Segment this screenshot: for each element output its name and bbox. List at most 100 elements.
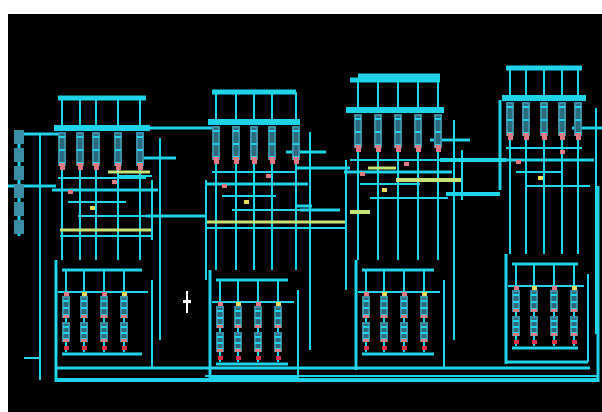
lower-bus bbox=[216, 278, 288, 282]
device-contact bbox=[63, 339, 69, 342]
metal-trace bbox=[212, 301, 294, 303]
via-contact bbox=[270, 160, 275, 164]
device-contact bbox=[575, 133, 581, 136]
via-contact bbox=[94, 166, 99, 170]
device-finger bbox=[255, 310, 261, 312]
via-contact bbox=[68, 190, 73, 194]
device-finger bbox=[531, 320, 537, 322]
via-contact bbox=[236, 356, 241, 360]
lower-bus bbox=[62, 268, 142, 272]
device-finger bbox=[275, 317, 281, 319]
metal-trace bbox=[500, 158, 594, 162]
device-finger bbox=[395, 131, 401, 133]
transistor-device bbox=[76, 132, 84, 166]
metal-trace bbox=[300, 208, 340, 212]
device-contact bbox=[363, 339, 369, 342]
metal-trace bbox=[512, 346, 578, 350]
via-contact bbox=[82, 346, 87, 350]
metal-trace bbox=[506, 147, 582, 149]
device-finger bbox=[255, 342, 261, 344]
metal-trace bbox=[206, 182, 308, 186]
via-contact bbox=[364, 346, 369, 350]
device-finger bbox=[421, 300, 427, 302]
transistor-device bbox=[254, 332, 262, 352]
device-contact bbox=[217, 325, 223, 328]
transistor-device bbox=[530, 316, 538, 336]
transistor-device bbox=[120, 322, 128, 342]
transistor-device bbox=[62, 322, 70, 342]
metal-trace bbox=[309, 132, 311, 350]
input-column bbox=[17, 130, 21, 236]
metal-trace bbox=[295, 162, 297, 270]
device-finger bbox=[571, 294, 577, 296]
via-contact bbox=[404, 162, 409, 166]
device-finger bbox=[59, 149, 65, 151]
metal-trace bbox=[271, 92, 273, 122]
device-contact bbox=[137, 163, 143, 166]
metal-trace bbox=[587, 274, 589, 362]
transistor-device bbox=[354, 114, 362, 148]
transistor-device bbox=[434, 114, 442, 148]
metal-trace bbox=[377, 150, 379, 260]
metal-trace bbox=[295, 92, 297, 122]
metal-trace bbox=[577, 138, 579, 254]
device-finger bbox=[421, 332, 427, 334]
device-finger bbox=[115, 149, 121, 151]
device-contact bbox=[381, 339, 387, 342]
device-finger bbox=[559, 106, 565, 108]
via-contact bbox=[560, 136, 565, 140]
metal-trace bbox=[397, 80, 399, 110]
metal-trace bbox=[232, 209, 304, 211]
input-drop bbox=[39, 134, 41, 380]
metal-trace bbox=[498, 100, 502, 190]
device-contact bbox=[507, 133, 513, 136]
canvas-background bbox=[8, 14, 602, 412]
via-contact bbox=[356, 148, 361, 152]
device-finger bbox=[435, 131, 441, 133]
device-contact bbox=[571, 309, 577, 312]
metal-trace bbox=[139, 98, 141, 128]
device-finger bbox=[401, 332, 407, 334]
via-contact bbox=[252, 160, 257, 164]
metal-trace bbox=[117, 98, 119, 128]
metal-trace bbox=[79, 98, 81, 128]
signal-bus bbox=[206, 227, 346, 229]
metal-trace bbox=[508, 285, 584, 287]
device-contact bbox=[233, 157, 239, 160]
device-contact bbox=[235, 349, 241, 352]
device-contact bbox=[531, 333, 537, 336]
metal-trace bbox=[370, 197, 448, 199]
via-contact bbox=[64, 292, 69, 296]
device-finger bbox=[531, 326, 537, 328]
marker-bar bbox=[183, 300, 191, 303]
via-contact bbox=[360, 172, 365, 176]
device-contact bbox=[251, 157, 257, 160]
device-finger bbox=[575, 106, 581, 108]
via-contact bbox=[116, 166, 121, 170]
lower-bus bbox=[362, 268, 434, 272]
device-contact bbox=[551, 333, 557, 336]
gate-bus bbox=[54, 125, 150, 131]
device-contact bbox=[77, 163, 83, 166]
device-finger bbox=[513, 326, 519, 328]
transistor-device bbox=[540, 102, 548, 136]
transistor-device bbox=[234, 306, 242, 328]
transistor-device bbox=[574, 102, 582, 136]
device-finger bbox=[81, 326, 87, 328]
via-contact bbox=[552, 340, 557, 344]
metal-trace bbox=[136, 156, 176, 160]
device-finger bbox=[355, 131, 361, 133]
metal-trace bbox=[61, 168, 63, 260]
device-finger bbox=[421, 326, 427, 328]
metal-trace bbox=[350, 159, 440, 161]
via-contact bbox=[82, 292, 87, 296]
contact-layer bbox=[60, 136, 581, 360]
metal-trace bbox=[357, 80, 359, 110]
transistor-device bbox=[374, 114, 382, 148]
device-finger bbox=[363, 307, 369, 309]
transistor-device bbox=[216, 332, 224, 352]
metal-trace bbox=[78, 215, 154, 217]
device-contact bbox=[81, 339, 87, 342]
via-contact bbox=[572, 286, 577, 290]
